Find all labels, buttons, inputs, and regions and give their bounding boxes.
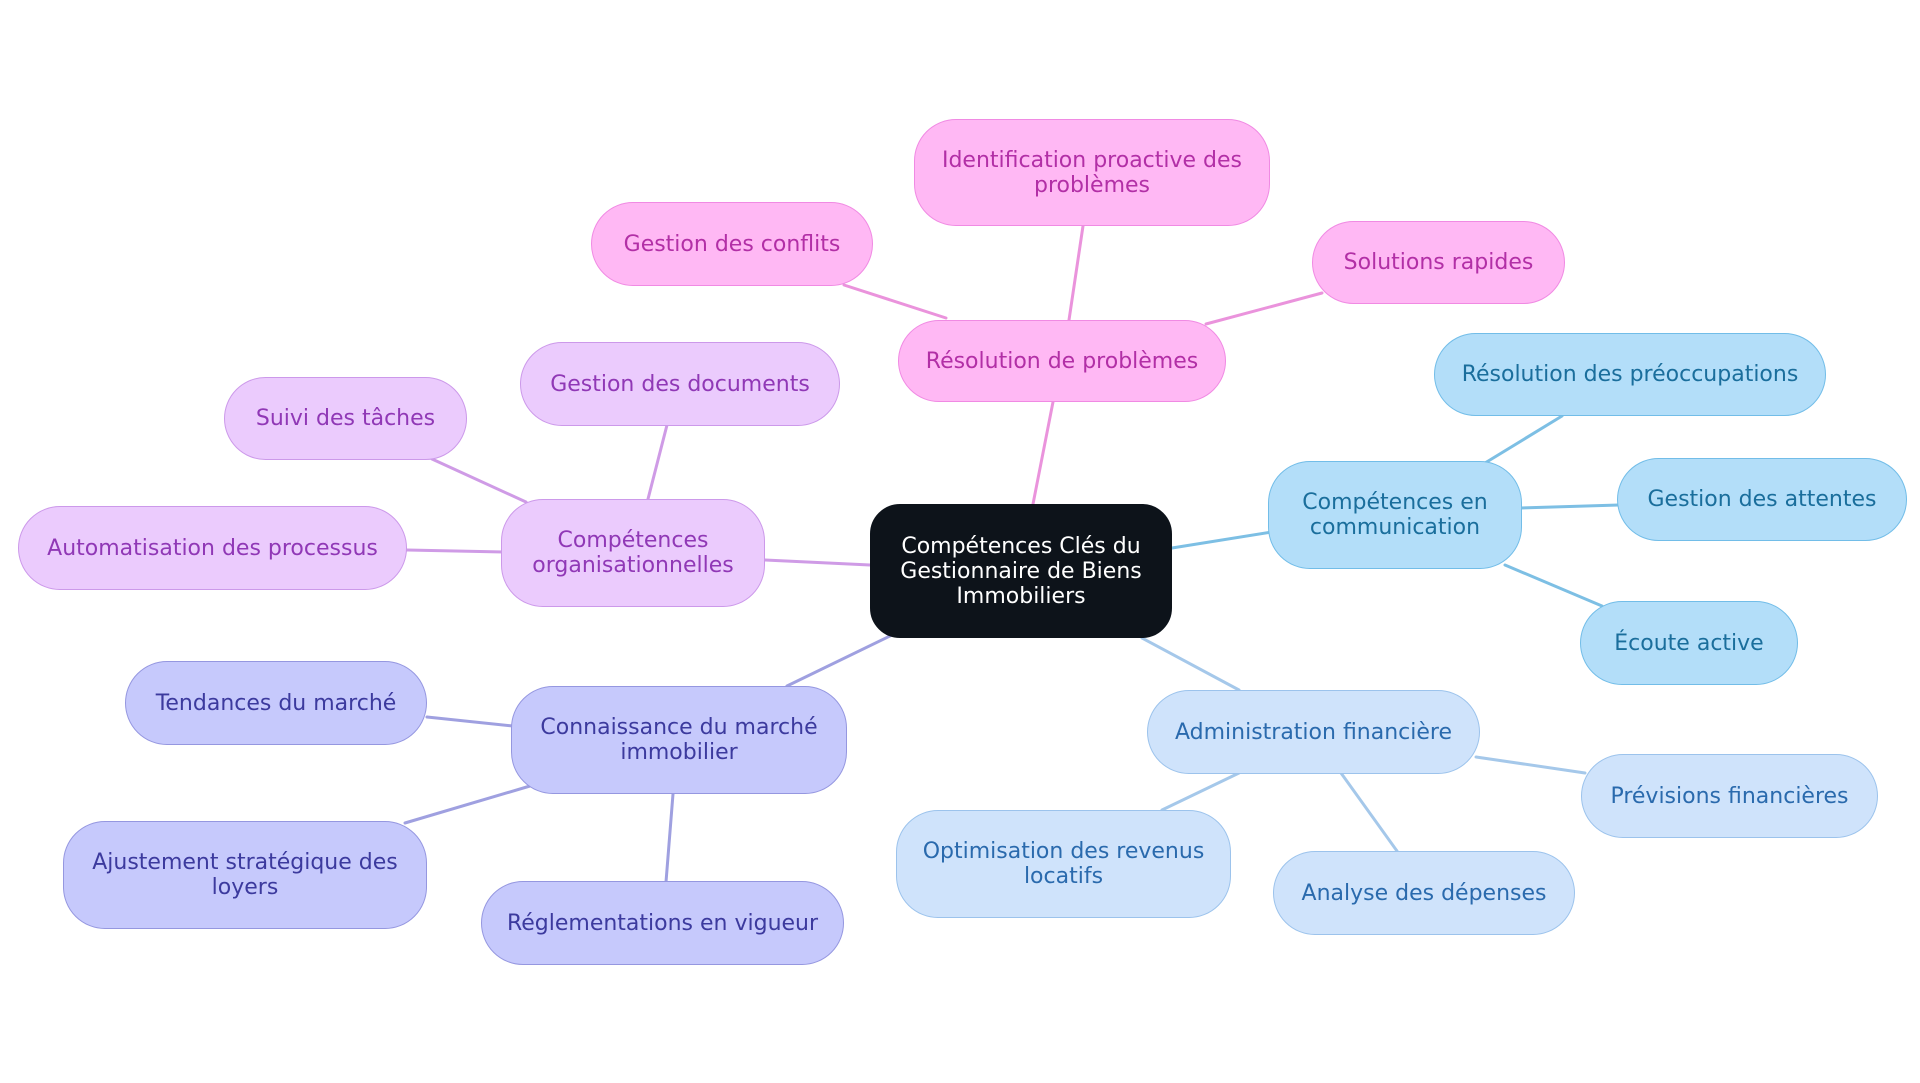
- node-b-pb: Résolution de problèmes: [898, 320, 1226, 402]
- link-b-org: [763, 558, 872, 567]
- link-org-2: [430, 457, 528, 504]
- node-root: Compétences Clés du Gestionnaire de Bien…: [870, 504, 1172, 638]
- link-mkt-1: [425, 715, 515, 728]
- link-org-3: [405, 548, 506, 554]
- link-mkt-3: [664, 792, 675, 884]
- link-fin-3: [1160, 771, 1241, 812]
- link-b-pb: [1031, 400, 1055, 506]
- node-b-fin: Administration financière: [1147, 690, 1480, 774]
- link-pb-2: [842, 283, 948, 320]
- node-pb-2: Gestion des conflits: [591, 202, 873, 286]
- node-fin-2: Analyse des dépenses: [1273, 851, 1575, 935]
- node-com-3: Écoute active: [1580, 601, 1798, 685]
- link-pb-1: [1067, 224, 1085, 322]
- node-mkt-2: Ajustement stratégique des loyers: [63, 821, 427, 929]
- node-mkt-3: Réglementations en vigueur: [481, 881, 844, 965]
- link-com-2: [1518, 503, 1621, 510]
- link-b-fin: [1140, 636, 1241, 692]
- link-pb-3: [1204, 291, 1324, 326]
- link-com-3: [1503, 563, 1604, 608]
- node-org-1: Gestion des documents: [520, 342, 840, 426]
- node-org-3: Automatisation des processus: [18, 506, 407, 590]
- link-b-mkt: [785, 634, 892, 688]
- node-b-com: Compétences en communication: [1268, 461, 1522, 569]
- node-com-1: Résolution des préoccupations: [1434, 333, 1826, 416]
- link-com-1: [1483, 414, 1564, 465]
- link-mkt-2: [403, 784, 532, 825]
- link-fin-1: [1474, 755, 1587, 775]
- node-pb-1: Identification proactive des problèmes: [914, 119, 1270, 226]
- node-mkt-1: Tendances du marché: [125, 661, 427, 745]
- node-pb-3: Solutions rapides: [1312, 221, 1565, 304]
- node-b-org: Compétences organisationnelles: [501, 499, 765, 607]
- node-fin-1: Prévisions financières: [1581, 754, 1878, 838]
- link-fin-2: [1339, 771, 1399, 853]
- node-org-2: Suivi des tâches: [224, 377, 467, 460]
- link-org-1: [646, 423, 669, 501]
- node-fin-3: Optimisation des revenus locatifs: [896, 810, 1231, 918]
- node-com-2: Gestion des attentes: [1617, 458, 1907, 541]
- node-b-mkt: Connaissance du marché immobilier: [511, 686, 847, 794]
- link-b-com: [1170, 530, 1274, 550]
